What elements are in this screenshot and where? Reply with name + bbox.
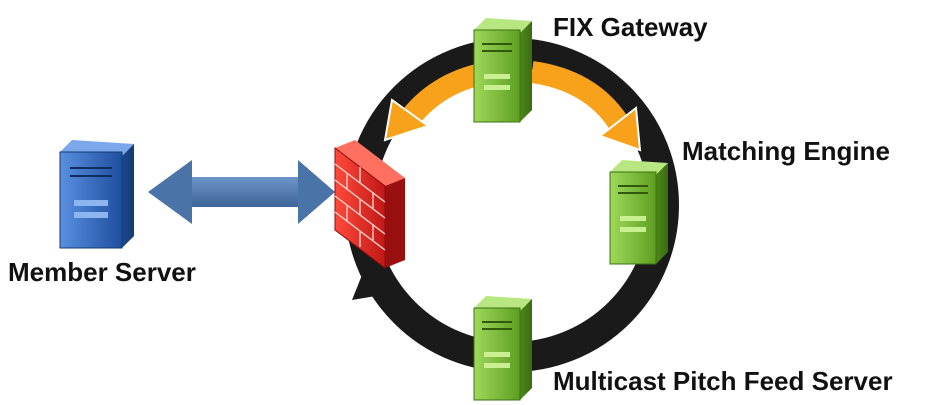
member-server-label: Member Server [8, 257, 196, 287]
engine-server-icon [609, 160, 668, 265]
feed-server-icon [473, 296, 532, 401]
orange-arc-right [530, 61, 628, 129]
blue-arrowhead-right [298, 160, 335, 224]
orange-arrowhead-left [383, 98, 431, 142]
ring-arrowhead [352, 250, 400, 300]
fix-gateway-label: FIX Gateway [553, 12, 708, 42]
blue-arrow-shaft [185, 177, 305, 207]
member-server-icon [59, 140, 134, 249]
matching-engine-label: Matching Engine [682, 136, 890, 166]
pitch-feed-server-label: Multicast Pitch Feed Server [553, 366, 893, 396]
blue-arrowhead-left [148, 160, 192, 224]
orange-arrowhead-right [597, 106, 642, 152]
firewall-icon [334, 140, 405, 270]
gateway-server-icon [473, 18, 532, 123]
blue-double-arrow [148, 160, 335, 224]
